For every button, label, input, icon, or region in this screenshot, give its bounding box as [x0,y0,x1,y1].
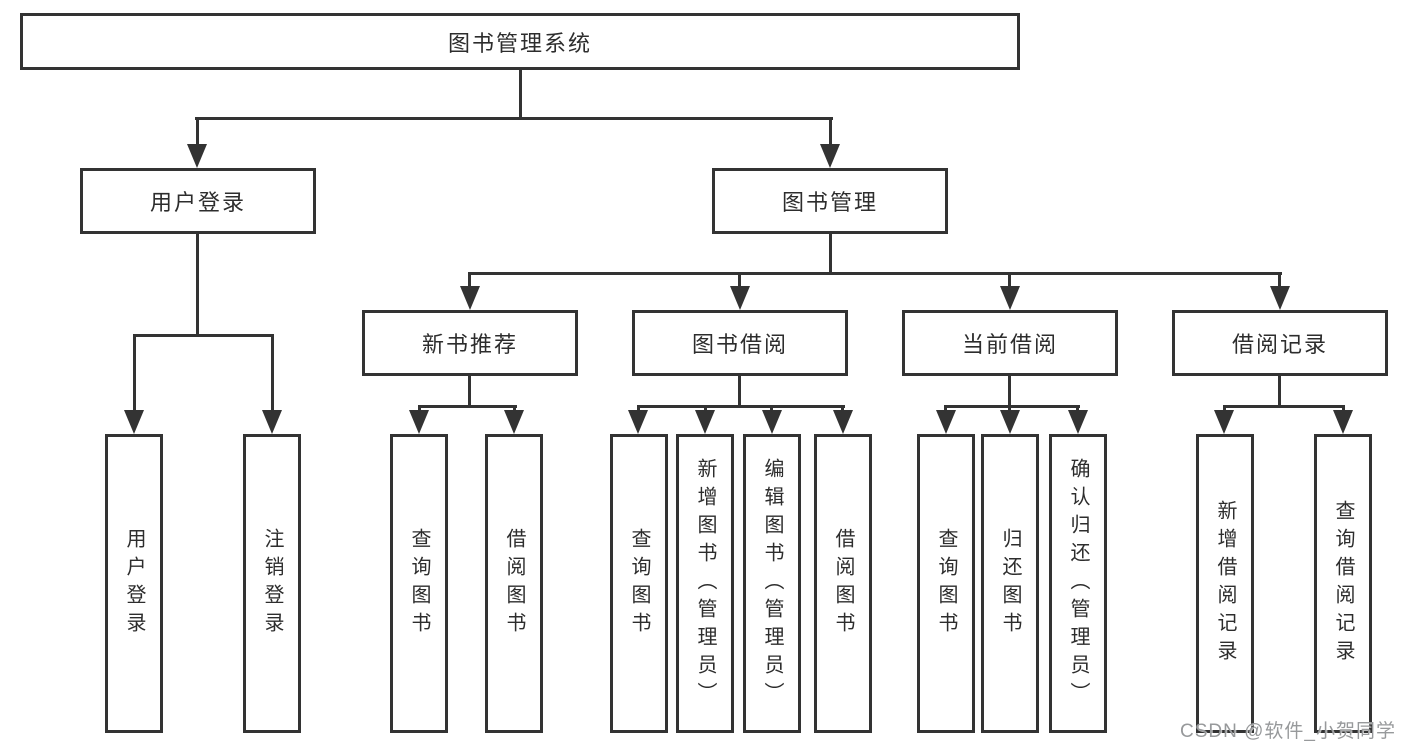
leaf-add-book-admin: 新增图书（管理员） [676,434,734,733]
leaf-borrow-books: 借阅图书 [814,434,872,733]
arrow-down-icon [504,410,524,434]
connector-segment [1008,272,1011,290]
connector-segment [1008,376,1011,408]
node-book-management: 图书管理 [712,168,948,234]
connector-segment [196,234,199,337]
node-label: 图书借阅 [691,332,788,357]
arrow-down-icon [409,410,429,434]
connector-segment [1278,272,1281,290]
node-book-borrowing: 图书借阅 [632,310,848,376]
arrow-down-icon [1214,410,1234,434]
connector-segment [770,405,773,413]
connector-segment [944,405,947,413]
connector-segment [738,376,741,408]
leaf-query-books-recommend: 查询图书 [390,434,448,733]
node-library-management-system: 图书管理系统 [20,13,1020,70]
arrow-down-icon [628,410,648,434]
arrow-down-icon [460,286,480,310]
node-user-login: 用户登录 [80,168,316,234]
node-label: 图书管理系统 [447,30,592,56]
leaf-user-login: 用户登录 [105,434,163,733]
connector-segment [1223,405,1345,408]
connector-segment [738,272,741,290]
arrow-down-icon [1000,410,1020,434]
connector-segment [468,376,471,408]
node-label: 图书管理 [781,190,878,215]
node-label: 当前借阅 [961,332,1058,357]
leaf-query-borrow-record: 查询借阅记录 [1314,434,1372,733]
connector-segment [418,405,421,413]
leaf-query-books-borrow: 查询图书 [610,434,668,733]
leaf-label: 新增图书（管理员） [694,457,716,710]
leaf-return-book: 归还图书 [981,434,1039,733]
arrow-down-icon [187,144,207,168]
connector-segment [1076,405,1079,413]
leaf-label: 归还图书 [999,527,1021,640]
arrow-down-icon [1270,286,1290,310]
connector-segment [1278,376,1281,408]
arrow-down-icon [1068,410,1088,434]
arrow-down-icon [262,410,282,434]
connector-segment [1008,405,1011,413]
connector-segment [829,234,832,275]
connector-segment [418,405,517,408]
connector-segment [704,405,707,413]
leaf-label: 查询图书 [408,527,430,640]
leaf-label: 用户登录 [123,527,145,640]
connector-segment [829,117,832,147]
arrow-down-icon [1333,410,1353,434]
arrow-down-icon [820,144,840,168]
connector-segment [1223,405,1226,413]
connector-segment [133,334,274,337]
leaf-label: 查询图书 [628,527,650,640]
leaf-label: 借阅图书 [832,527,854,640]
leaf-label: 注销登录 [261,527,283,640]
leaf-confirm-return-admin: 确认归还（管理员） [1049,434,1107,733]
leaf-label: 查询借阅记录 [1332,499,1354,668]
connector-segment [637,405,640,413]
connector-segment [841,405,844,413]
node-current-borrowing: 当前借阅 [902,310,1118,376]
node-label: 借阅记录 [1231,332,1328,357]
leaf-label: 新增借阅记录 [1214,499,1236,668]
leaf-label: 借阅图书 [503,527,525,640]
connector-segment [637,405,845,408]
connector-segment [1342,405,1345,413]
arrow-down-icon [936,410,956,434]
connector-segment [195,117,833,120]
arrow-down-icon [833,410,853,434]
leaf-label: 确认归还（管理员） [1067,457,1089,710]
leaf-label: 查询图书 [935,527,957,640]
leaf-label: 编辑图书（管理员） [761,457,783,710]
arrow-down-icon [1000,286,1020,310]
leaf-logout: 注销登录 [243,434,301,733]
csdn-watermark: CSDN @软件_小贺同学 [1180,721,1396,742]
connector-segment [468,272,1282,275]
node-borrowing-records: 借阅记录 [1172,310,1388,376]
node-label: 新书推荐 [421,332,518,357]
connector-segment [468,272,471,290]
connector-segment [519,68,522,120]
arrow-down-icon [762,410,782,434]
connector-segment [944,405,1080,408]
connector-segment [271,334,274,412]
connector-segment [133,334,136,412]
connector-segment [196,117,199,147]
connector-segment [513,405,516,413]
arrow-down-icon [124,410,144,434]
arrow-down-icon [695,410,715,434]
node-label: 用户登录 [149,190,246,215]
leaf-add-borrow-record: 新增借阅记录 [1196,434,1254,733]
leaf-query-books-current: 查询图书 [917,434,975,733]
node-new-book-recommendation: 新书推荐 [362,310,578,376]
leaf-borrow-books-recommend: 借阅图书 [485,434,543,733]
leaf-edit-book-admin: 编辑图书（管理员） [743,434,801,733]
arrow-down-icon [730,286,750,310]
